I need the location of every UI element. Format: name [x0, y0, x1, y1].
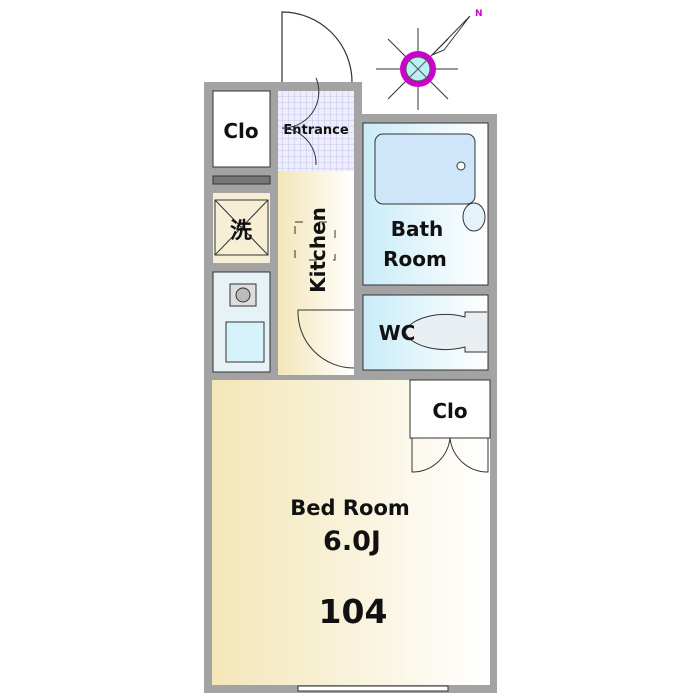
- sink-icon: [225, 321, 265, 363]
- bath-label-line1: Bath: [391, 217, 444, 241]
- washer-label: 洗: [230, 219, 252, 244]
- closet-top-room: [212, 90, 271, 168]
- closet-bed-label: Clo: [432, 399, 467, 423]
- entrance-door: [281, 11, 353, 83]
- bath-label-line2: Room: [383, 247, 447, 271]
- compass-icon: N: [376, 9, 483, 110]
- window: [297, 685, 449, 692]
- toilet-icon: [404, 311, 487, 353]
- kitchen-label: Kitchen: [306, 207, 330, 293]
- closet-doors: [411, 437, 489, 473]
- wc-label: WC: [379, 321, 416, 345]
- basin-icon: [462, 202, 486, 232]
- closet-bed-room: [409, 379, 491, 439]
- north-label: N: [475, 9, 483, 19]
- bedroom-size: 6.0J: [323, 526, 381, 557]
- closet-top-label: Clo: [223, 119, 258, 143]
- unit-number: 104: [319, 592, 388, 631]
- bathtub-icon: [374, 133, 476, 205]
- shelf: [212, 175, 271, 185]
- bedroom-label: Bed Room: [290, 496, 410, 520]
- kitchen-area: [278, 171, 354, 375]
